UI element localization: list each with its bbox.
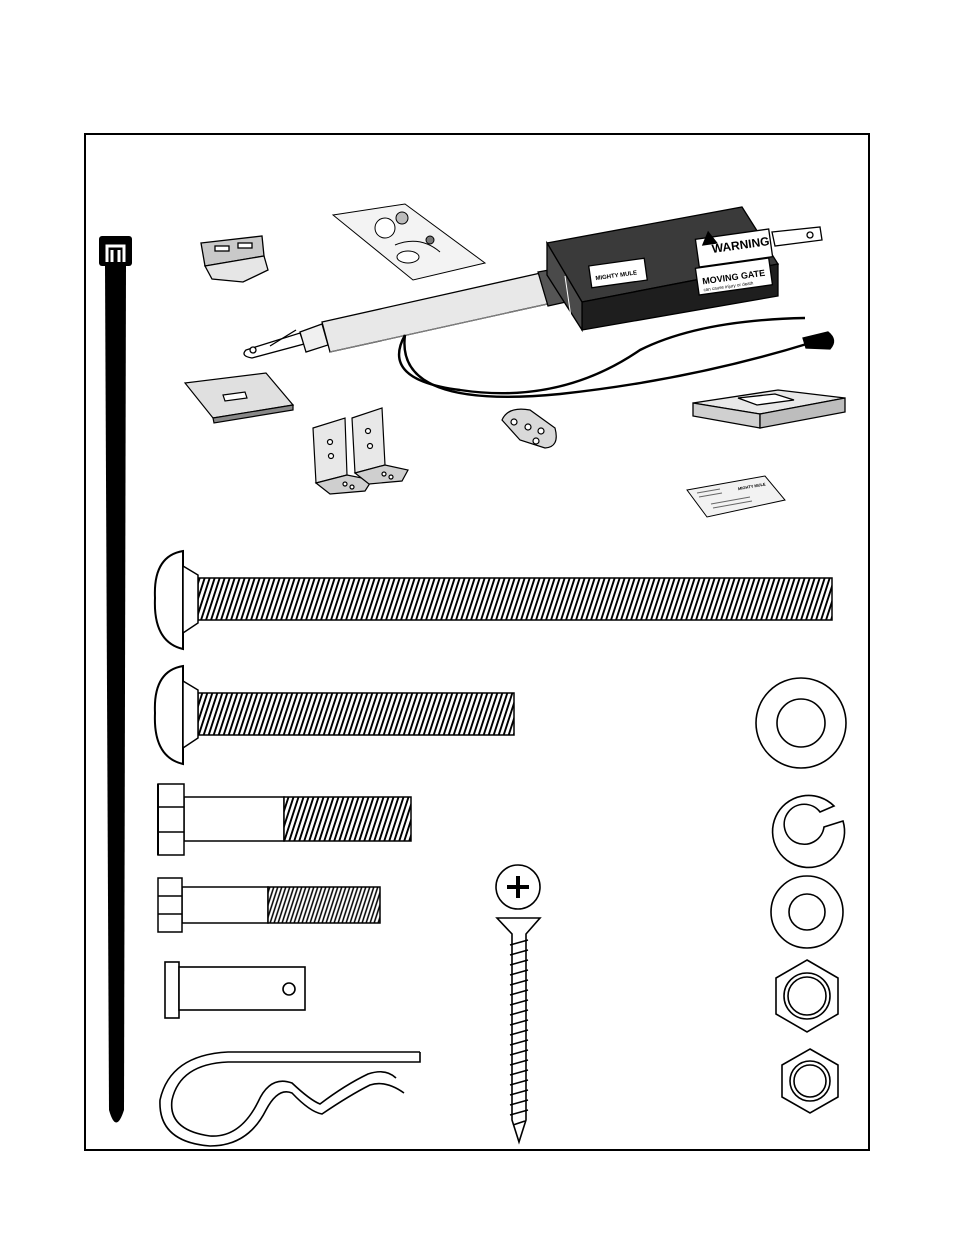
registration-card-icon: MIGHTY MULE [687, 476, 785, 517]
carriage-bolt-long-icon [155, 551, 832, 649]
carriage-bolt-short-icon [155, 666, 514, 764]
wood-screw-icon [496, 865, 540, 1142]
instruction-sheet-icon [333, 204, 485, 280]
pivot-plate-icon [502, 409, 556, 448]
lock-washer-icon [773, 795, 845, 867]
hex-nut-small-icon [782, 1049, 838, 1113]
mounting-bracket-icon [201, 236, 268, 282]
gate-actuator-icon: WARNING MOVING GATE can cause injury or … [244, 207, 834, 397]
slotted-mounting-plate-icon [185, 373, 293, 423]
flat-washer-small-icon [771, 876, 843, 948]
flat-washer-icon [756, 678, 846, 768]
clevis-pin-icon [165, 962, 305, 1018]
hitch-pin-clip-icon [160, 1052, 420, 1146]
cable-tie-icon [99, 236, 132, 1123]
l-bracket-icon [313, 408, 408, 494]
hex-nut-large-icon [776, 960, 838, 1032]
hex-bolt-large-icon [158, 784, 411, 855]
spacer-block-icon [693, 390, 845, 428]
hex-bolt-small-icon [158, 878, 380, 932]
